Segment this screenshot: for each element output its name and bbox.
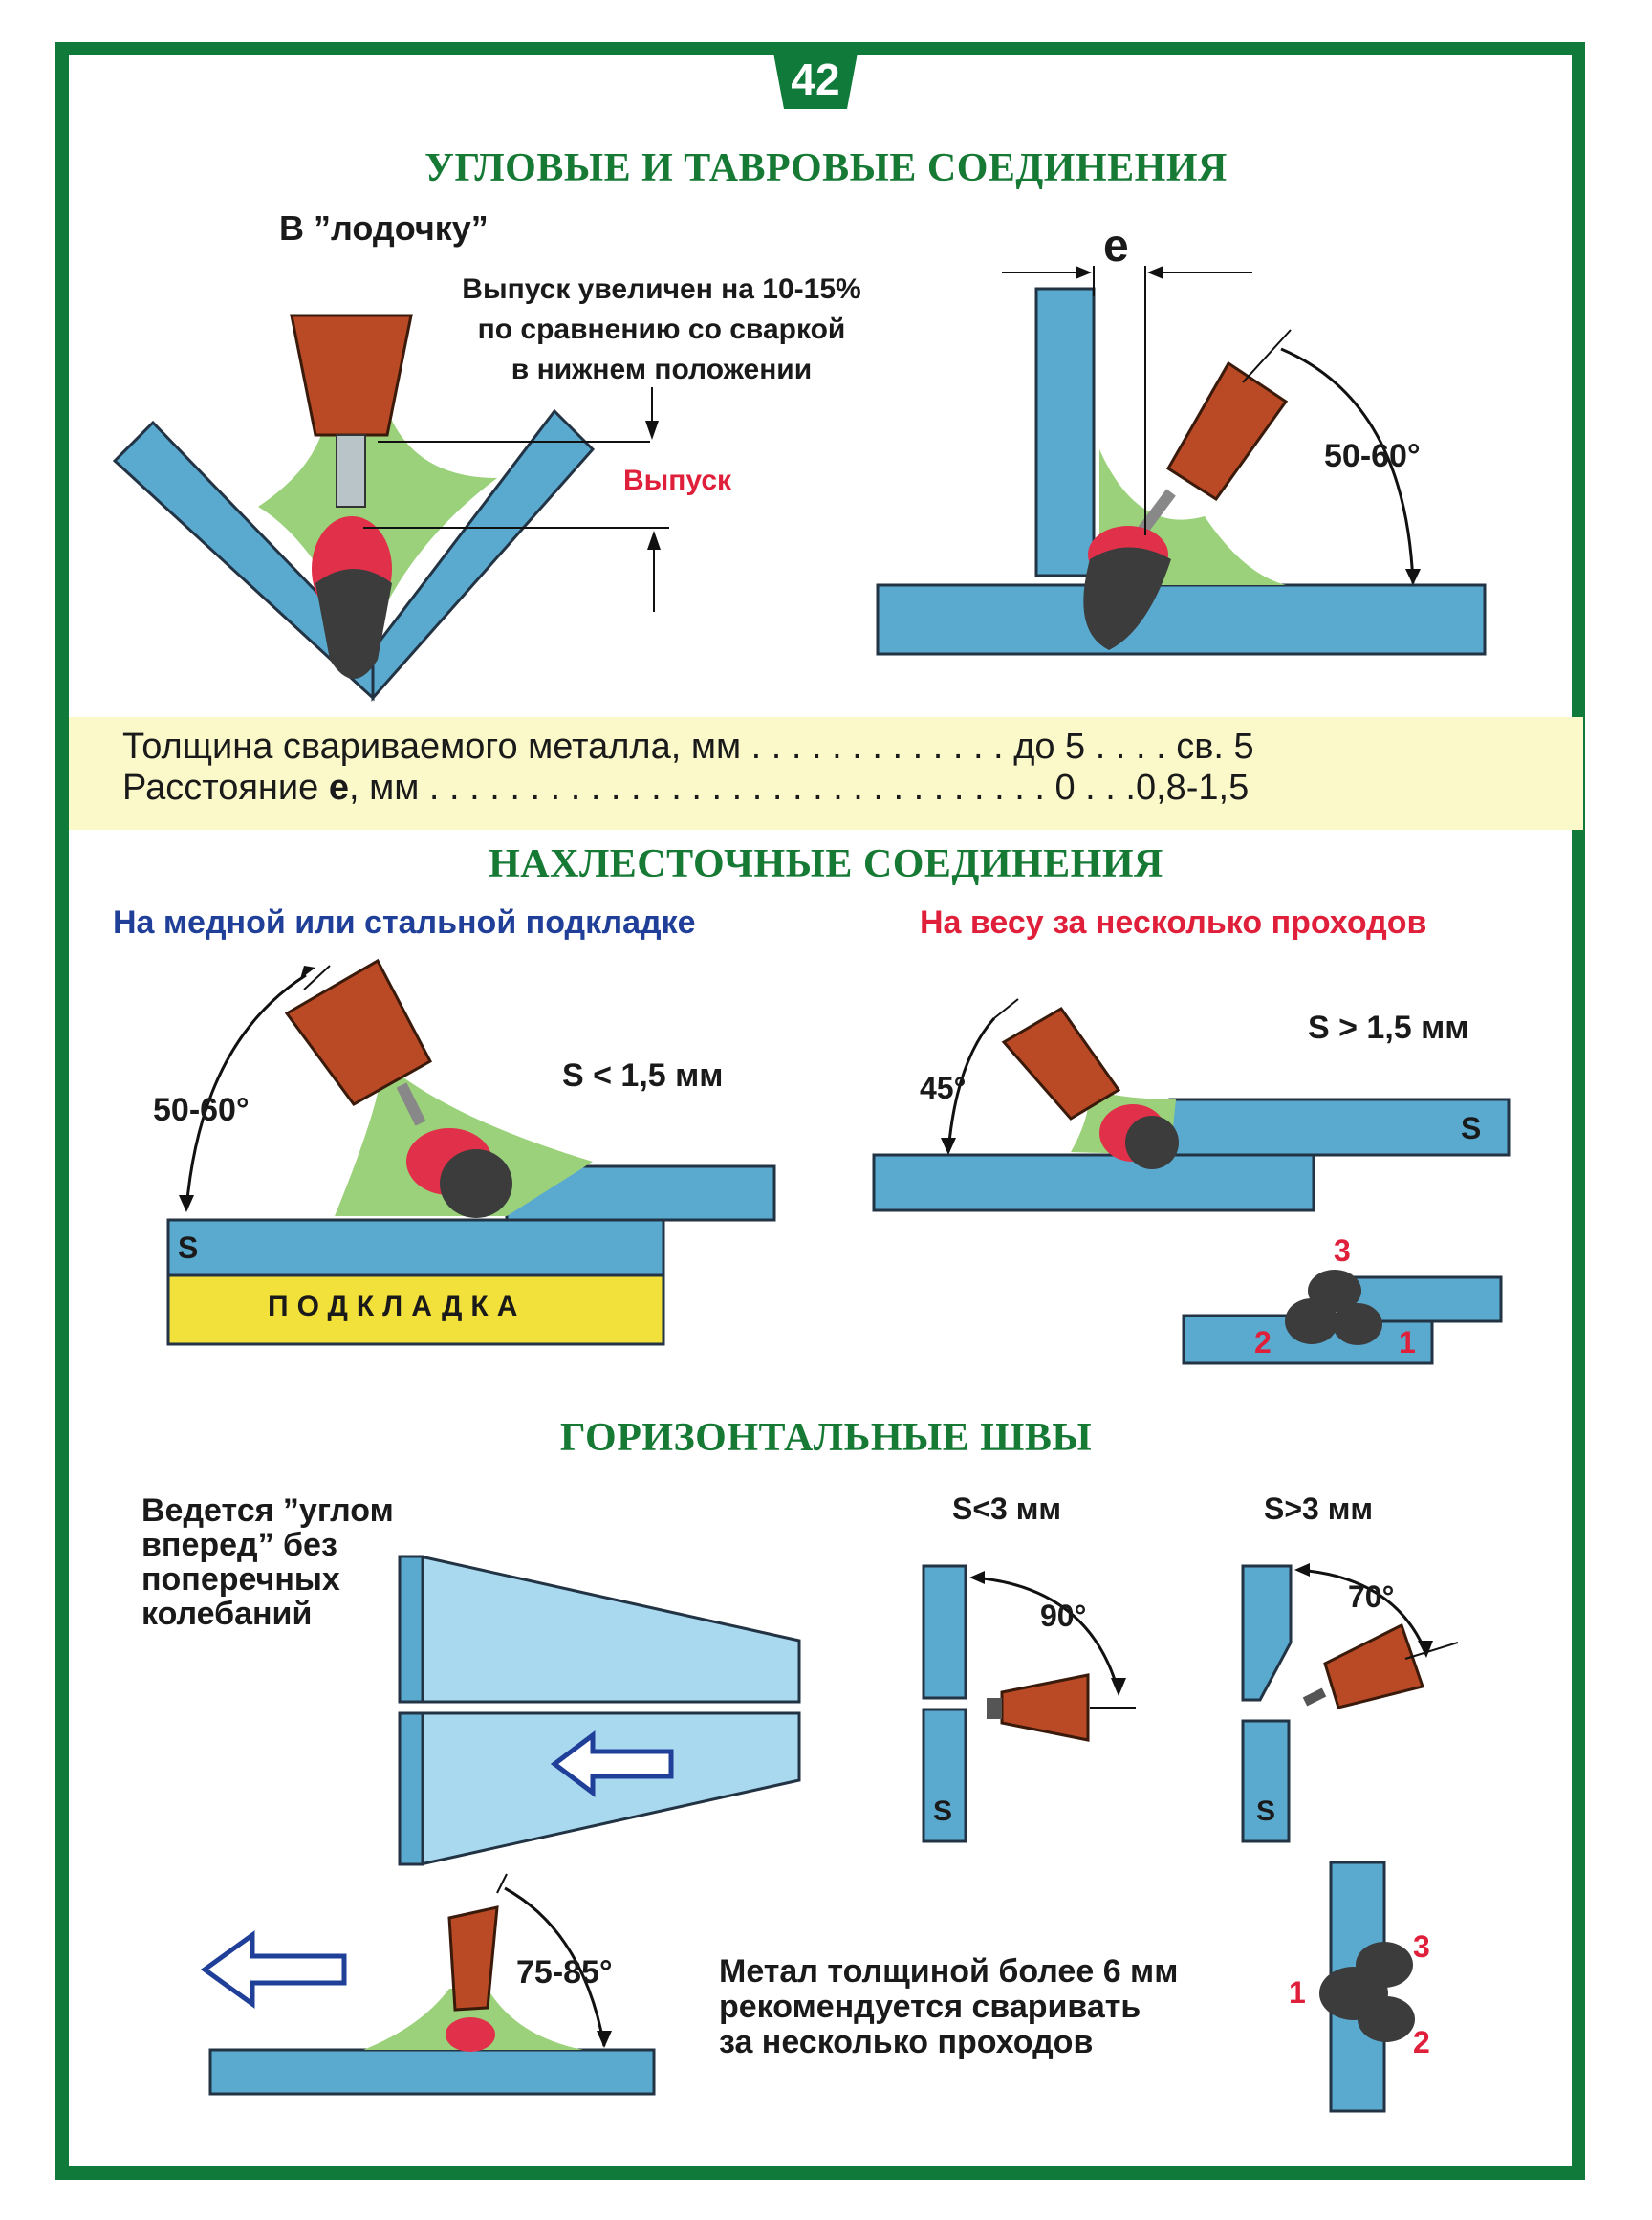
method-line: колебаний	[141, 1596, 313, 1632]
gap-row-label-prefix: Расстояние	[122, 768, 329, 808]
lap-right-diagram	[872, 998, 1511, 1365]
lap-right-plate-label: S	[1461, 1111, 1482, 1145]
thickness-value: до 5 . . . . св. 5	[1013, 727, 1254, 767]
lap-pass-1: 1	[1399, 1325, 1416, 1360]
gap-row-label-suffix: , мм	[348, 768, 420, 808]
lap-right-caption: На весу за несколько проходов	[920, 904, 1427, 941]
boat-subtitle: В ”лодочку”	[279, 208, 489, 248]
note-line: по сравнению со сваркой	[477, 314, 846, 345]
horizontal-pass-2: 2	[1413, 2025, 1430, 2059]
lap-left-thickness: S < 1,5 мм	[562, 1057, 724, 1094]
t-joint-angle: 50-60°	[1324, 438, 1421, 474]
page-number-tab	[772, 48, 859, 109]
method-note: Ведется ”углом вперед” без поперечных ко…	[141, 1493, 394, 1631]
lap-left-diagram	[166, 958, 776, 1346]
bottom-angle: 75-85°	[516, 1954, 613, 1991]
lap-left-angle: 50-60°	[153, 1092, 250, 1128]
note-line: в нижнем положении	[511, 354, 813, 385]
lap-pass-3: 3	[1334, 1233, 1351, 1268]
multipass-note: Метал толщиной более 6 мм рекомендуется …	[719, 1954, 1178, 2060]
page-number: 42	[791, 54, 840, 104]
lap-right-angle: 45°	[920, 1071, 967, 1105]
section-title-corner: УГЛОВЫЕ И ТАВРОВЫЕ СОЕДИНЕНИЯ	[424, 146, 1228, 190]
lap-right-thickness: S > 1,5 мм	[1308, 1010, 1469, 1046]
thin-plate-label: S	[933, 1796, 953, 1827]
gap-row: Расстояние е, мм . . . . . . . . . . . .…	[122, 768, 1249, 809]
gap-row-value: 0 . . .0,8-1,5	[1054, 768, 1250, 808]
backing-label: ПОДКЛАДКА	[268, 1291, 527, 1322]
thickness-label: Толщина свариваемого металла, мм	[122, 727, 742, 767]
note-line: Выпуск увеличен на 10-15%	[462, 273, 861, 305]
method-line: вперед” без	[141, 1527, 337, 1563]
horizontal-pass-1: 1	[1289, 1975, 1306, 2010]
lap-left-caption: На медной или стальной подкладке	[113, 904, 696, 941]
t-joint-diagram	[876, 266, 1487, 656]
section-title-lap: НАХЛЕСТОЧНЫЕ СОЕДИНЕНИЯ	[489, 842, 1163, 886]
method-line: поперечных	[141, 1561, 340, 1598]
thickness-dots: . . . . . . . . . . . . .	[750, 727, 1004, 767]
multipass-line: рекомендуется сваривать	[719, 1989, 1141, 2025]
thick-angle: 70°	[1348, 1579, 1395, 1614]
multipass-line: Метал толщиной более 6 мм	[719, 1953, 1179, 1990]
thick-plate-label: S	[1256, 1796, 1276, 1827]
protrusion-label: Выпуск	[623, 465, 732, 496]
thickness-row: Толщина свариваемого металла, мм . . . .…	[122, 727, 1254, 768]
lap-pass-2: 2	[1254, 1325, 1272, 1360]
protrusion-note: Выпуск увеличен на 10-15% по сравнению с…	[413, 270, 910, 390]
thick-label: S>3 мм	[1264, 1491, 1374, 1526]
thin-label: S<3 мм	[952, 1491, 1062, 1526]
section-title-horizontal: ГОРИЗОНТАЛЬНЫЕ ШВЫ	[559, 1416, 1093, 1460]
multipass-line: за несколько проходов	[719, 2024, 1094, 2060]
gap-label: e	[1103, 221, 1129, 272]
gap-row-dots: . . . . . . . . . . . . . . . . . . . . …	[428, 768, 1045, 808]
method-line: Ведется ”углом	[141, 1492, 394, 1529]
thin-angle: 90°	[1040, 1599, 1087, 1633]
lap-left-plate-label: S	[178, 1230, 199, 1265]
gap-row-label-e: е	[328, 768, 349, 808]
parameters-band	[69, 717, 1583, 830]
boat-weld-diagram	[112, 314, 669, 702]
horizontal-pass-3: 3	[1413, 1929, 1430, 1964]
